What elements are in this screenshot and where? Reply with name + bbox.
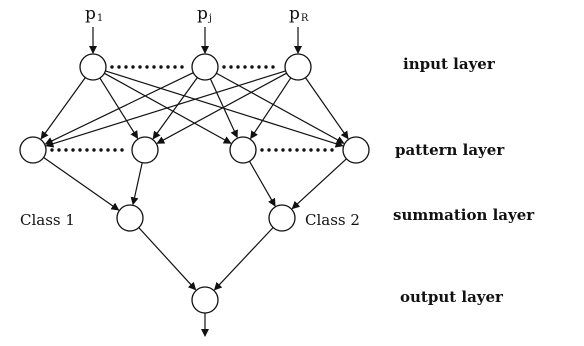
input-ellipsis-left: [180, 65, 184, 69]
pattern-ellipsis-right: [302, 148, 306, 152]
input-ellipsis-right: [222, 65, 226, 69]
input-ellipsis-left: [124, 65, 128, 69]
summation-neuron-2: [268, 204, 296, 232]
pattern-ellipsis-right: [288, 148, 292, 152]
pattern-ellipsis-left: [78, 148, 82, 152]
pattern-ellipsis-left: [50, 148, 54, 152]
input-ellipsis-left: [159, 65, 163, 69]
pattern-neuron-3: [229, 136, 257, 164]
edge-pattern-4-sum-2: [291, 158, 347, 210]
edge-pattern-1-sum-1: [43, 156, 120, 211]
pattern-ellipsis-left: [106, 148, 110, 152]
input-ellipsis-right: [271, 65, 275, 69]
pattern-ellipsis-right: [323, 148, 327, 152]
edge-input-1-pattern-1: [40, 77, 86, 140]
pattern-layer-label: pattern layer: [395, 141, 505, 159]
input-neuron-2: [191, 53, 219, 81]
pattern-neuron-1: [19, 136, 47, 164]
pattern-ellipsis-right: [330, 148, 334, 152]
input-label-1: p1: [85, 4, 103, 24]
input-ellipsis-left: [145, 65, 149, 69]
summation-layer-label: summation layer: [393, 206, 535, 224]
input-ellipsis-left: [173, 65, 177, 69]
pattern-neuron-4: [342, 136, 370, 164]
edge-input-2-pattern-3: [209, 78, 238, 139]
pattern-ellipsis-right: [260, 148, 264, 152]
pattern-ellipsis-left: [99, 148, 103, 152]
pattern-ellipsis-left: [64, 148, 68, 152]
edge-input-3-pattern-2: [156, 72, 287, 144]
pattern-ellipsis-right: [309, 148, 313, 152]
ellipsis-dots: [50, 65, 334, 152]
input-ellipsis-right: [257, 65, 261, 69]
edge-pattern-3-sum-2: [248, 160, 276, 207]
input-ellipsis-left: [138, 65, 142, 69]
input-neuron-1: [79, 53, 107, 81]
input-ellipsis-left: [131, 65, 135, 69]
input-ellipsis-right: [229, 65, 233, 69]
pattern-ellipsis-right: [316, 148, 320, 152]
pattern-ellipsis-right: [274, 148, 278, 152]
output-layer-label: output layer: [400, 288, 504, 306]
input-ellipsis-left: [110, 65, 114, 69]
pattern-ellipsis-left: [113, 148, 117, 152]
input-ellipsis-right: [250, 65, 254, 69]
edge-input-3-pattern-4: [304, 77, 349, 140]
input-label-r: pR: [289, 4, 309, 24]
output-neuron: [191, 286, 219, 314]
pattern-ellipsis-left: [71, 148, 75, 152]
connections: [40, 27, 349, 337]
edge-input-3-pattern-3: [250, 77, 292, 140]
input-layer-label: input layer: [403, 55, 496, 73]
input-ellipsis-left: [152, 65, 156, 69]
edge-sum-1-output: [138, 227, 197, 291]
edge-input-3-pattern-1: [45, 70, 286, 148]
pattern-ellipsis-left: [57, 148, 61, 152]
pattern-ellipsis-left: [92, 148, 96, 152]
input-neuron-3: [284, 53, 312, 81]
input-ellipsis-right: [236, 65, 240, 69]
edge-input-2-pattern-1: [44, 72, 194, 145]
input-ellipsis-left: [117, 65, 121, 69]
input-ellipsis-left: [166, 65, 170, 69]
class-2-label: Class 2: [305, 211, 360, 229]
neurons: [19, 53, 370, 314]
pattern-ellipsis-left: [120, 148, 124, 152]
edge-input-2-pattern-4: [216, 72, 345, 144]
input-ellipsis-right: [264, 65, 268, 69]
pattern-ellipsis-right: [295, 148, 299, 152]
input-ellipsis-right: [243, 65, 247, 69]
pattern-neuron-2: [131, 136, 159, 164]
pattern-ellipsis-right: [281, 148, 285, 152]
edge-sum-2-output: [213, 227, 274, 291]
class-1-label: Class 1: [20, 211, 75, 229]
edge-pattern-2-sum-1: [130, 162, 143, 206]
pattern-ellipsis-left: [85, 148, 89, 152]
summation-neuron-1: [116, 204, 144, 232]
edge-input-2-pattern-2: [152, 77, 198, 140]
input-label-j: pj: [197, 4, 212, 24]
pattern-ellipsis-right: [267, 148, 271, 152]
